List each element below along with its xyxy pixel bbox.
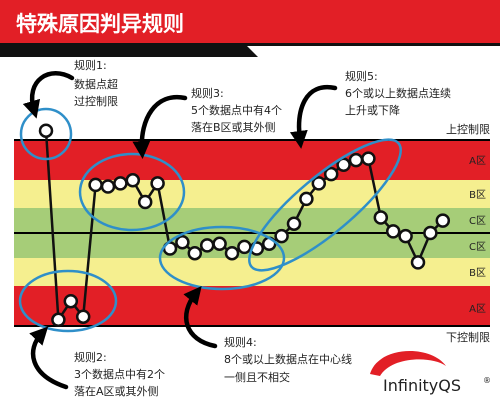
rule4-arrow (183, 286, 218, 349)
data-point-30 (398, 228, 413, 244)
rule5-line1: 6个或以上数据点连续 (345, 86, 451, 100)
data-point-3 (63, 293, 79, 309)
header-tab-shape (0, 43, 258, 57)
rule2-arrow (29, 326, 69, 390)
rule-highlights (18, 107, 402, 333)
rule2-title: 规则2: (74, 350, 107, 364)
rule1-line2: 过控制限 (74, 94, 118, 108)
rule1-highlight (19, 107, 73, 161)
data-point-6 (100, 179, 116, 194)
rule4-highlight (158, 225, 286, 291)
data-point-23 (311, 176, 327, 191)
data-point-16 (224, 245, 240, 261)
rule4-line2: 一侧且不相交 (224, 370, 290, 384)
data-point-17 (237, 239, 252, 255)
rule2-callout: 规则2: 3个数据点中有2个 落在A区或其外侧 (74, 350, 165, 398)
rule3-arrow (132, 94, 188, 159)
rule1-arrow (22, 71, 75, 119)
band-label-b-upper: B区 (469, 189, 486, 201)
data-point-24 (323, 166, 339, 182)
data-point-5 (88, 177, 103, 193)
rule5-line2: 上升或下降 (345, 103, 400, 117)
rule2-line2: 落在A区或其外侧 (74, 385, 159, 398)
data-point-14 (199, 238, 215, 253)
data-point-20 (274, 228, 289, 244)
zone-c-upper (14, 208, 490, 233)
rule1-title: 规则1: (74, 58, 107, 72)
zone-a-upper (14, 140, 490, 180)
data-point-15 (212, 236, 227, 252)
ucl-label: 上控制限 (446, 122, 490, 136)
band-label-c-lower: C区 (469, 241, 486, 253)
data-point-1 (38, 123, 54, 138)
band-label-a-upper: A区 (469, 155, 486, 167)
rule4-callout: 规则4: 8个或以上数据点在中心线 一侧且不相交 (224, 335, 352, 384)
data-point-33 (435, 213, 451, 228)
rule5-callout: 规则5: 6个或以上数据点连续 上升或下降 (345, 69, 451, 117)
header-bottom-rule (0, 43, 500, 46)
rule3-line2: 落在B区或其外侧 (191, 121, 276, 134)
logo-registered-mark: ® (483, 376, 491, 385)
rule5-arrow (289, 84, 338, 149)
data-points (38, 123, 451, 328)
data-point-27 (361, 151, 376, 166)
zone-a-lower (14, 286, 490, 326)
rule3-highlight (78, 152, 186, 232)
data-point-2 (51, 312, 66, 328)
rule5-highlight (248, 138, 402, 272)
logo-text: InfinityQS (383, 376, 461, 395)
data-point-26 (348, 152, 364, 168)
rule2-highlight (18, 269, 118, 333)
data-point-31 (410, 255, 426, 270)
rule4-line1: 8个或以上数据点在中心线 (224, 352, 352, 366)
data-point-25 (336, 157, 351, 173)
data-point-7 (113, 176, 128, 191)
data-point-21 (286, 216, 302, 231)
rule3-line1: 5个数据点中有4个 (191, 103, 282, 117)
rule3-title: 规则3: (191, 86, 224, 100)
data-point-10 (150, 176, 165, 191)
rule2-line1: 3个数据点中有2个 (74, 367, 165, 381)
data-point-13 (187, 245, 203, 261)
rule4-title: 规则4: (224, 335, 257, 349)
data-point-32 (423, 225, 438, 241)
data-point-9 (137, 194, 153, 210)
zone-b-lower (14, 258, 490, 286)
zone-b-upper (14, 180, 490, 208)
data-point-29 (385, 224, 401, 239)
infinityqs-logo: InfinityQS ® (370, 351, 491, 395)
rule1-callout: 规则1: 数据点超 过控制限 (74, 58, 118, 108)
rule1-line1: 数据点超 (74, 77, 118, 91)
band-label-a-lower: A区 (469, 303, 486, 315)
header-banner: 特殊原因判异规则 (0, 0, 500, 57)
header-bar (0, 0, 500, 43)
band-label-b-lower: B区 (469, 267, 486, 279)
band-label-c-upper: C区 (469, 215, 486, 227)
data-point-4 (75, 309, 91, 324)
page-title: 特殊原因判异规则 (16, 12, 184, 36)
logo-swoosh-icon (370, 351, 446, 376)
rule-arrows (22, 71, 338, 390)
data-point-12 (175, 235, 190, 250)
data-point-22 (299, 191, 314, 207)
data-point-8 (125, 173, 141, 188)
data-point-28 (373, 210, 389, 225)
rule5-title: 规则5: (345, 69, 378, 83)
rule3-callout: 规则3: 5个数据点中有4个 落在B区或其外侧 (191, 86, 282, 134)
lcl-label: 下控制限 (446, 330, 490, 344)
